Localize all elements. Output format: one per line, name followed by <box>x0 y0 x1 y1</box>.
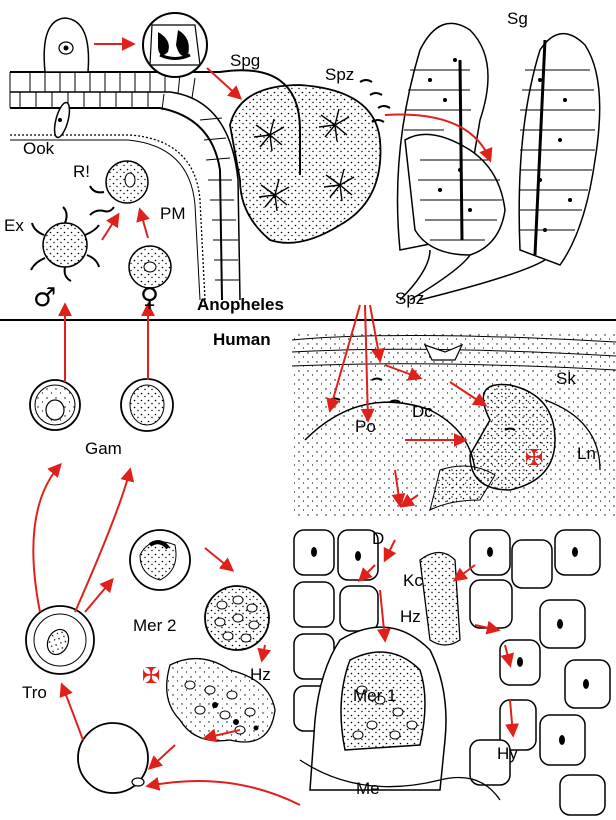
gametocyte-label: Gam <box>85 440 122 457</box>
death-icon-lymph: ✠ <box>525 448 543 470</box>
salivary-gland-label: Sg <box>507 10 528 27</box>
ookinete-cell <box>44 18 88 139</box>
skin-panel <box>292 333 616 518</box>
salivary-gland <box>398 23 600 300</box>
resistance-label: R! <box>73 163 90 180</box>
dendritic-cell-label: Dc <box>412 403 433 420</box>
lymph-node-label: Ln <box>577 445 596 462</box>
po-label: Po <box>355 418 376 435</box>
kupffer-cell-label: Kc <box>403 572 423 589</box>
male-symbol: ♂ <box>33 285 56 311</box>
liver-panel <box>292 525 616 820</box>
peritrophic-matrix-label: PM <box>160 205 186 222</box>
hemozoin-label-liver: Hz <box>400 608 421 625</box>
sporozoite-label-top: Spz <box>325 66 354 83</box>
young-oocyst <box>143 13 207 77</box>
mature-oocyst <box>230 85 381 243</box>
trophozoite-label: Tro <box>22 684 47 701</box>
human-label: Human <box>213 331 271 348</box>
merosome-label: Me <box>356 780 380 797</box>
ookinete-label: Ook <box>23 140 54 157</box>
hepatocyte-label: Hy <box>497 745 518 762</box>
hemozoin-label-blood: Hz <box>250 666 271 683</box>
merogony-1-label: Mer 1 <box>353 687 396 704</box>
sporozoite-label-bottom: Spz <box>395 290 424 307</box>
sporogony-label: Spg <box>230 52 260 69</box>
exflagellation-label: Ex <box>4 217 24 234</box>
female-symbol: ♀ <box>140 285 159 311</box>
death-icon-blood: ✠ <box>142 666 160 688</box>
anopheles-label: Anopheles <box>197 296 284 313</box>
d-label: D <box>372 530 384 547</box>
merogony-2-label: Mer 2 <box>133 617 176 634</box>
skin-label: Sk <box>556 370 576 387</box>
midgut-gametes <box>31 161 171 288</box>
